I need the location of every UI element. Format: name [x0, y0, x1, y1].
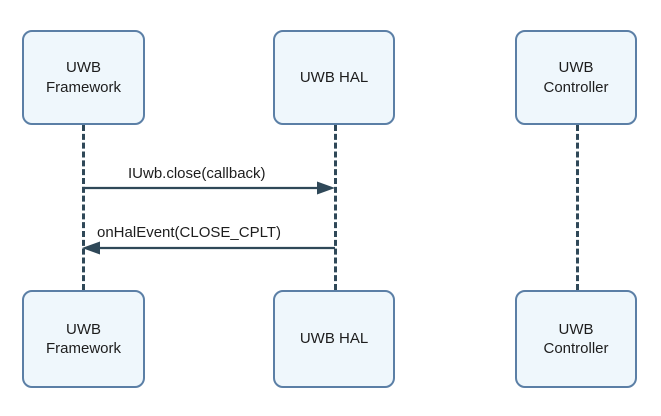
- participant-head-uwb-controller[interactable]: UWB Controller: [515, 30, 637, 125]
- message-arrow-close-cplt[interactable]: [82, 240, 335, 256]
- message-label-close: IUwb.close(callback): [128, 165, 266, 182]
- participant-head-uwb-hal[interactable]: UWB HAL: [273, 30, 395, 125]
- lifeline-uwb-controller: [576, 125, 579, 290]
- lifeline-uwb-hal: [334, 125, 337, 290]
- message-label-close-cplt: onHalEvent(CLOSE_CPLT): [97, 224, 281, 241]
- lifeline-uwb-framework: [82, 125, 85, 290]
- participant-foot-uwb-hal[interactable]: UWB HAL: [273, 290, 395, 388]
- message-arrow-close[interactable]: [82, 180, 335, 196]
- participant-foot-uwb-controller[interactable]: UWB Controller: [515, 290, 637, 388]
- participant-foot-uwb-framework[interactable]: UWB Framework: [22, 290, 145, 388]
- participant-head-uwb-framework[interactable]: UWB Framework: [22, 30, 145, 125]
